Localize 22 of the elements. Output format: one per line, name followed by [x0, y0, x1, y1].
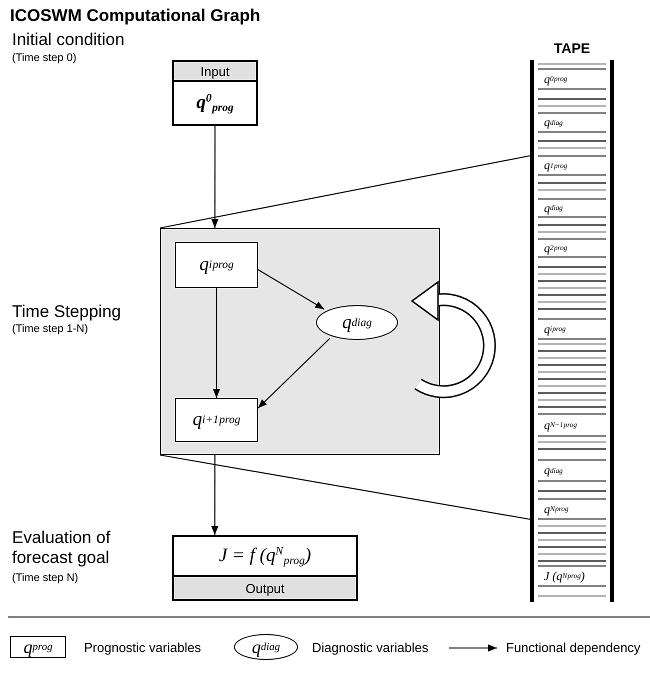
- arrow: [212, 288, 220, 398]
- row-note: (Time step 0): [12, 52, 76, 64]
- arrow: [211, 455, 218, 535]
- row-heading: Initial condition: [12, 30, 124, 50]
- legend-label: Prognostic variables: [84, 640, 202, 655]
- legend-label: Diagnostic variables: [312, 640, 428, 655]
- formula-label: J = f (q$^{N}$$_{prog}$): [218, 544, 312, 568]
- arrow: [258, 338, 330, 409]
- tape-heading: TAPE: [552, 39, 592, 58]
- diagram-title: ICOSWM Computational Graph: [10, 6, 260, 26]
- output-footer: Output: [174, 575, 356, 599]
- row-note: (Time step N): [12, 572, 78, 584]
- row-note: (Time step 1-N): [12, 323, 88, 335]
- row-heading: Time Stepping: [12, 302, 121, 322]
- row-heading: Evaluation of forecast goal: [12, 528, 112, 568]
- arrow: [211, 126, 218, 228]
- arrow: [258, 269, 324, 310]
- input-header: Input: [174, 62, 256, 82]
- time-stepping-panel: [160, 228, 440, 455]
- legend-label: Functional dependency: [506, 640, 640, 655]
- formula-box: [172, 535, 358, 601]
- variable-box: [172, 60, 258, 126]
